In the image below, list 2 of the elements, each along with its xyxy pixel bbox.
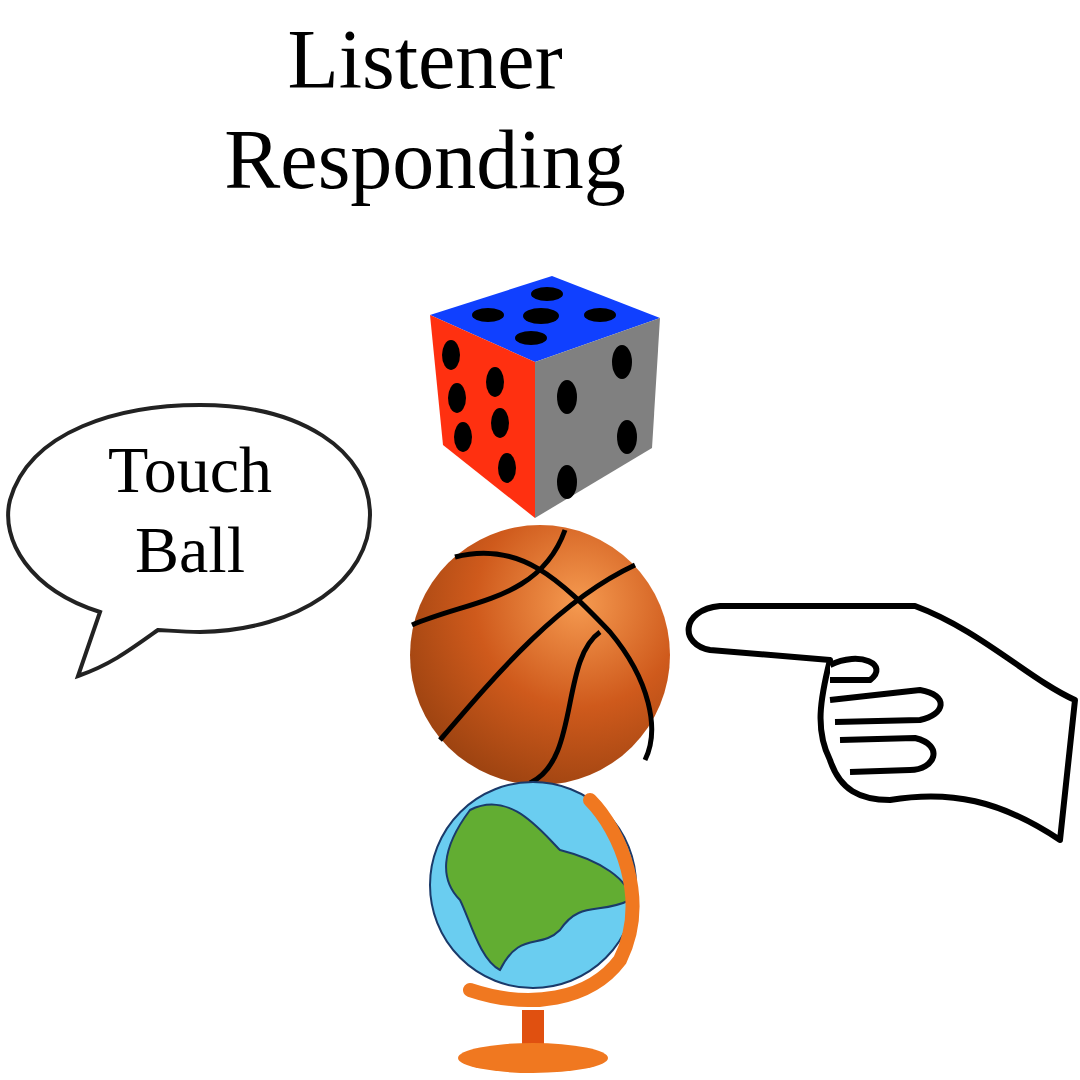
bubble-text: Touch Ball [107, 432, 273, 588]
title: Listener Responding [223, 12, 627, 208]
